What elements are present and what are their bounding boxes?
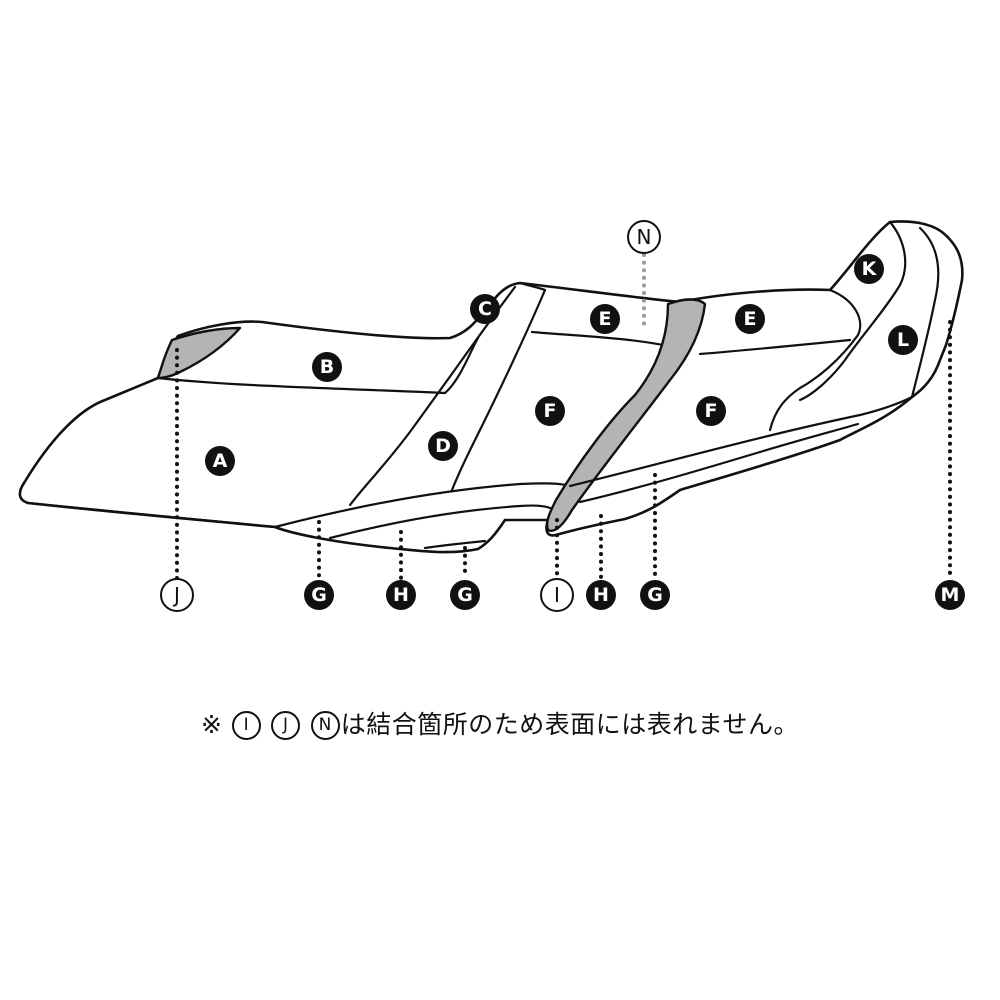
label-l[interactable]: L (888, 325, 918, 355)
svg-text:G: G (647, 584, 663, 606)
svg-text:F: F (544, 400, 557, 422)
panel-g-rear-upper (568, 395, 914, 488)
label-d[interactable]: D (428, 431, 458, 461)
svg-text:D: D (435, 435, 451, 457)
panel-g-front-lower (423, 539, 487, 550)
svg-text:G: G (457, 584, 473, 606)
backrest-l-edge (910, 226, 940, 399)
label-h-1[interactable]: H (386, 580, 416, 610)
label-g-3[interactable]: G (640, 580, 670, 610)
label-h-2[interactable]: H (586, 580, 616, 610)
svg-text:H: H (393, 584, 409, 606)
svg-text:F: F (705, 400, 718, 422)
label-j[interactable]: J (160, 578, 194, 612)
svg-text:K: K (862, 258, 878, 280)
svg-text:E: E (599, 308, 612, 330)
panel-c-edge (518, 281, 547, 292)
panel-h-front (328, 504, 552, 540)
svg-text:E: E (744, 308, 757, 330)
seam-strip-i[interactable] (545, 298, 707, 532)
panel-d-inner (450, 288, 547, 492)
panel-b-edge (156, 336, 480, 395)
footnote-label-i: I (231, 711, 261, 740)
part-labels: A B C D E E F F K L N J G H G I (160, 220, 965, 612)
footnote-label-j: J (271, 711, 301, 740)
panel-g-front-upper (273, 482, 572, 529)
svg-text:N: N (637, 225, 652, 249)
panel-e-rear-edge (698, 338, 852, 356)
label-b[interactable]: B (312, 352, 342, 382)
seat-outline (18, 220, 964, 554)
label-i[interactable]: I (540, 578, 574, 612)
label-f-front[interactable]: F (535, 396, 565, 426)
svg-text:C: C (478, 298, 492, 320)
svg-text:J: J (172, 583, 180, 607)
footnote-text: は結合箇所のため表面には表れません。 (340, 710, 800, 739)
svg-text:A: A (213, 450, 228, 472)
svg-text:H: H (593, 584, 609, 606)
svg-text:G: G (311, 584, 327, 606)
svg-text:M: M (941, 584, 960, 606)
label-f-rear[interactable]: F (696, 396, 726, 426)
svg-text:I: I (554, 583, 560, 607)
label-m[interactable]: M (935, 580, 965, 610)
panel-e-front-edge (530, 330, 670, 348)
panel-h-rear (578, 422, 860, 504)
leader-lines (175, 253, 952, 580)
backrest-inner (768, 288, 862, 432)
seat-drawing (18, 220, 964, 554)
svg-text:L: L (897, 329, 909, 351)
label-e-front[interactable]: E (590, 304, 620, 334)
panel-a-edge (26, 501, 277, 529)
label-k[interactable]: K (854, 254, 884, 284)
label-e-rear[interactable]: E (735, 304, 765, 334)
svg-text:B: B (320, 356, 334, 378)
label-g-2[interactable]: G (450, 580, 480, 610)
footnote-label-n: N (310, 711, 340, 740)
label-c[interactable]: C (470, 294, 500, 324)
label-n[interactable]: N (627, 220, 661, 254)
footnote-mark: ※ (200, 710, 223, 739)
label-a[interactable]: A (205, 446, 235, 476)
backrest-k-edge (798, 220, 907, 402)
label-g-1[interactable]: G (304, 580, 334, 610)
